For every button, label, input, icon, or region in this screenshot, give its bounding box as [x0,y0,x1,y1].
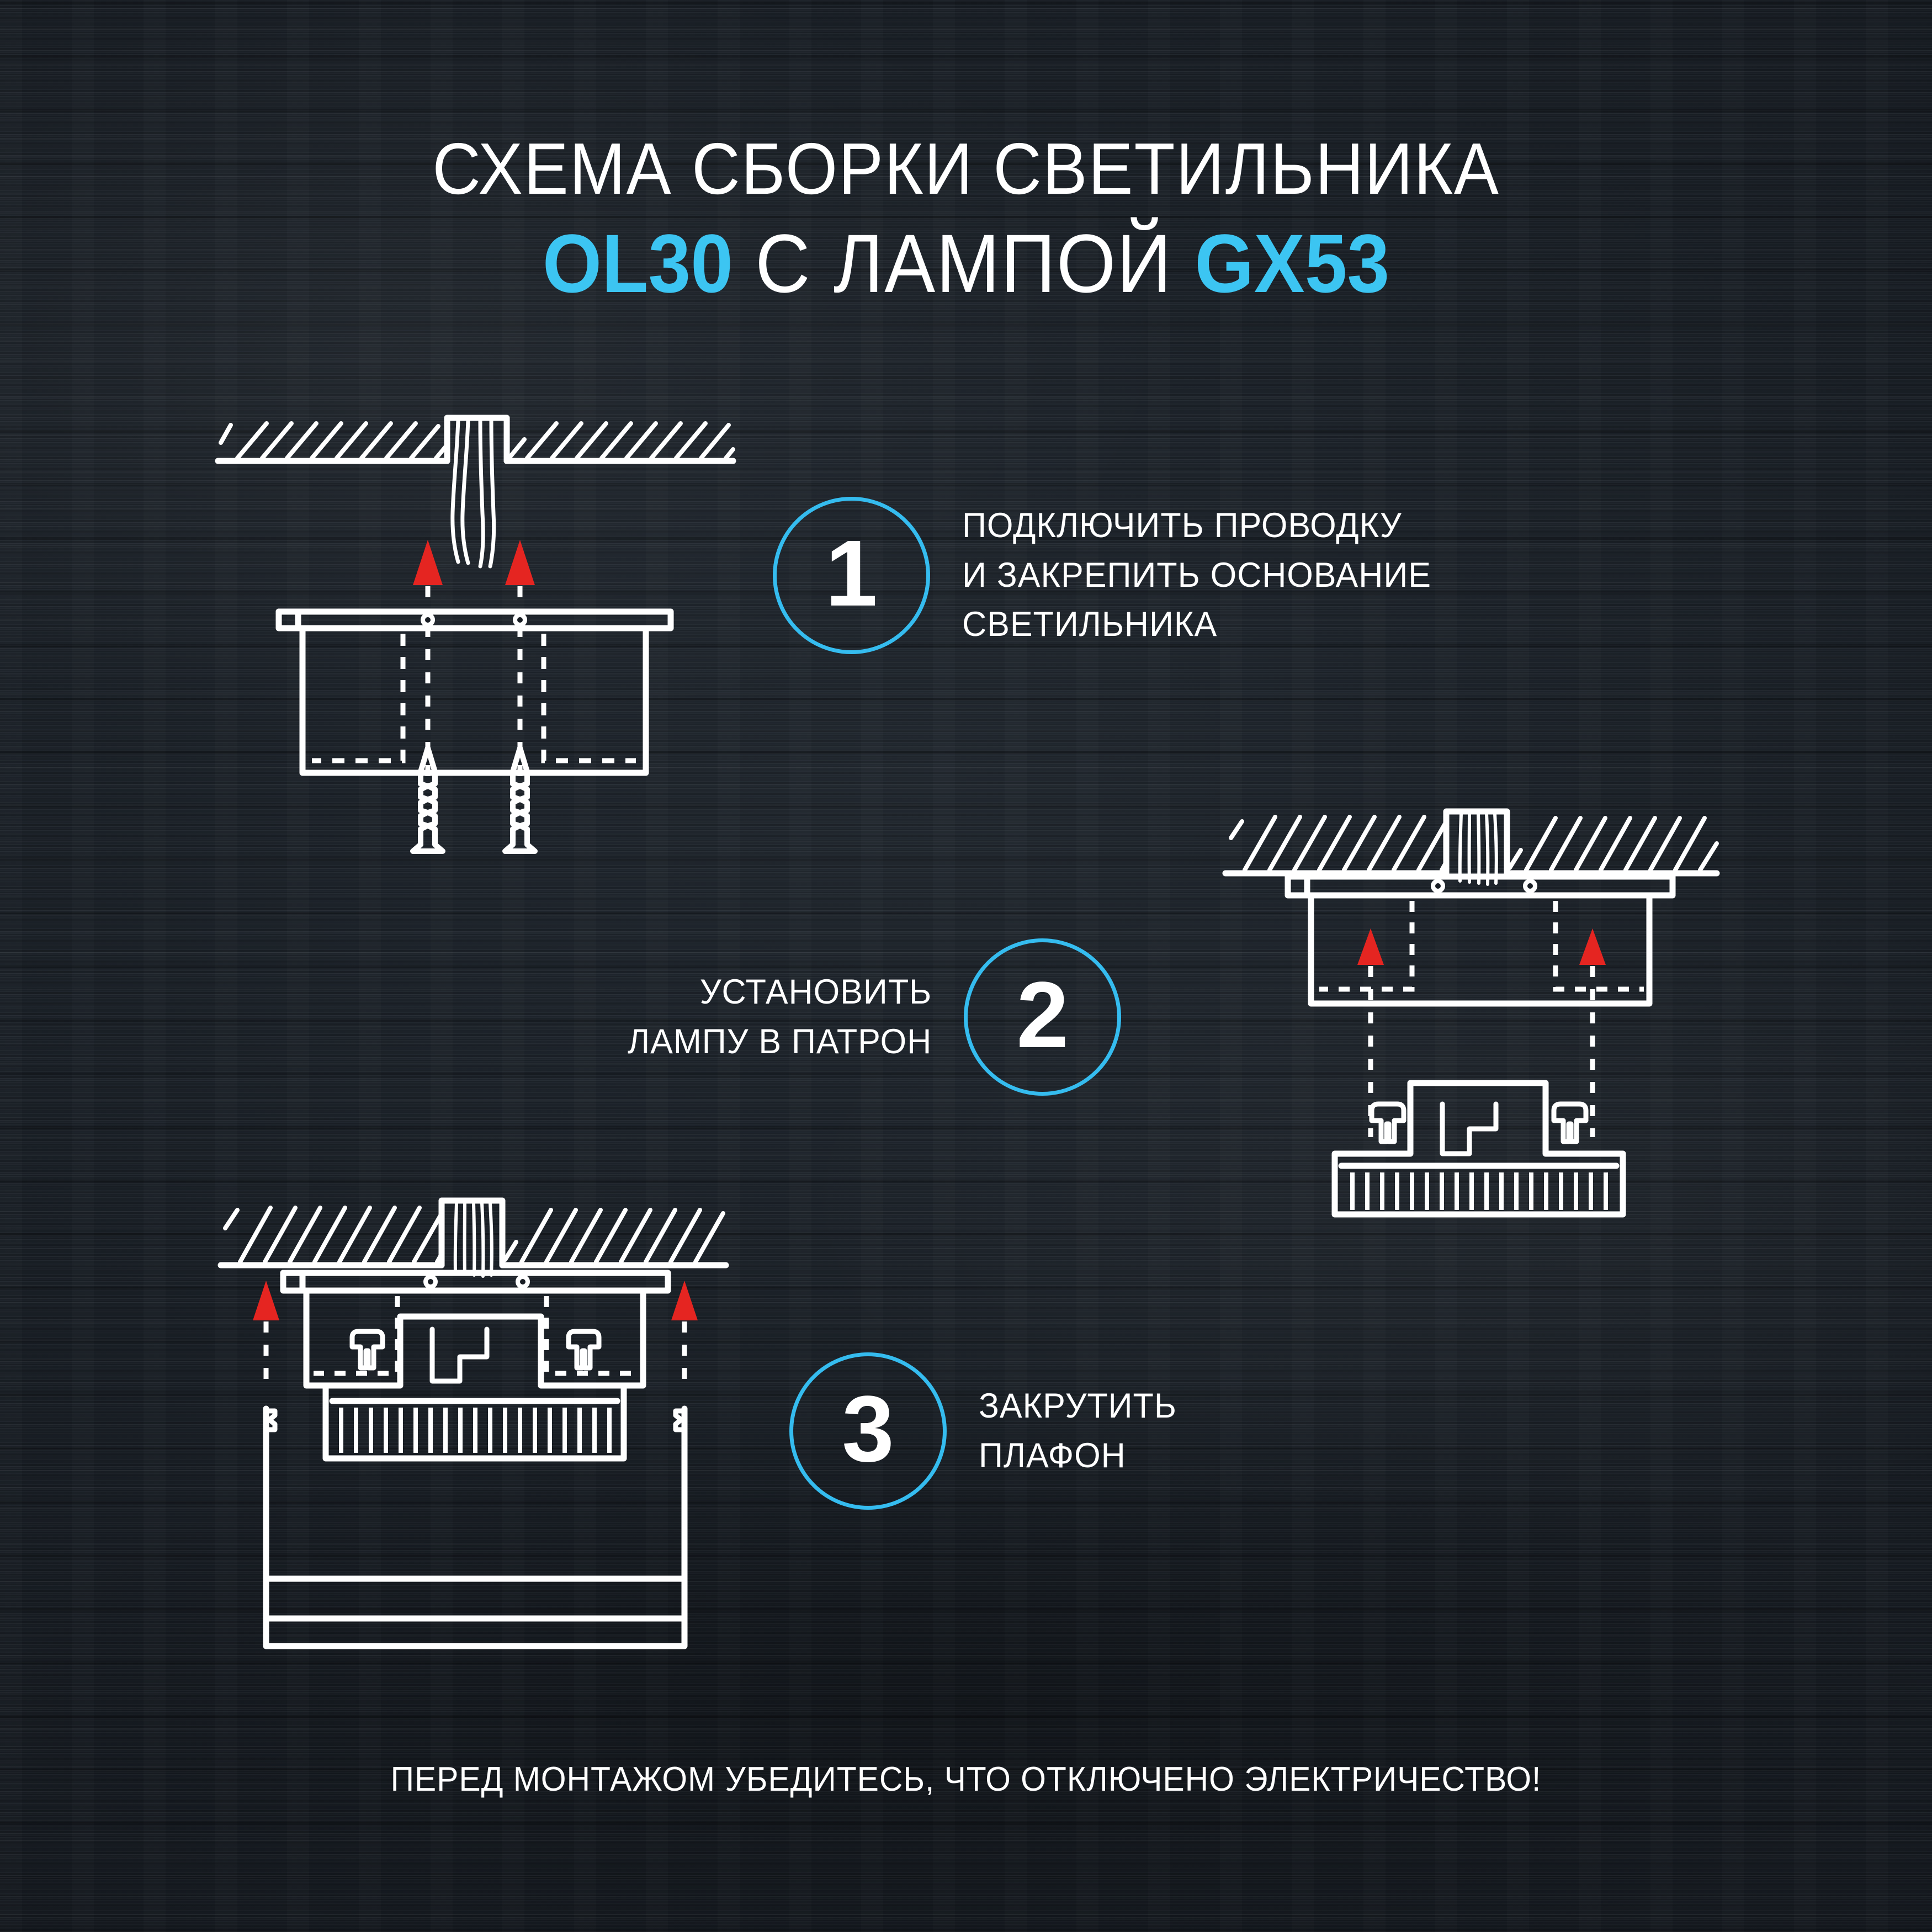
step-3-number-badge: 3 [789,1352,947,1510]
step-1-number-badge: 1 [773,497,930,654]
title-middle-text: С ЛАМПОЙ [733,217,1195,310]
step-2-diagram [1187,773,1728,1225]
title-line-secondary: OL30 С ЛАМПОЙ GX53 [77,222,1855,305]
step-1-number: 1 [825,521,878,626]
step-3-diagram [215,1170,756,1766]
safety-warning: ПЕРЕД МОНТАЖОМ УБЕДИТЕСЬ, ЧТО ОТКЛЮЧЕНО … [390,1760,1542,1798]
step-1-callout: 1 ПОДКЛЮЧИТЬ ПРОВОДКУ И ЗАКРЕПИТЬ ОСНОВА… [773,497,1446,654]
title-line-primary: СХЕМА СБОРКИ СВЕТИЛЬНИКА [432,128,1500,209]
step-2-callout: УСТАНОВИТЬ ЛАМПУ В ПАТРОН 2 [618,938,1122,1096]
step-2-number: 2 [1016,962,1069,1068]
step-3-callout: 3 ЗАКРУТИТЬ ПЛАФОН [789,1352,1183,1510]
step-3-number: 3 [842,1376,894,1482]
step-2-number-badge: 2 [964,938,1122,1096]
step-1-diagram [204,403,745,854]
title-model-ol30: OL30 [542,217,733,310]
poster-title: СХЕМА СБОРКИ СВЕТИЛЬНИКА OL30 С ЛАМПОЙ G… [0,132,1932,305]
step-2-description: УСТАНОВИТЬ ЛАМПУ В ПАТРОН [628,973,932,1061]
step-3-description: ЗАКРУТИТЬ ПЛАФОН [979,1387,1177,1475]
title-lamp-gx53: GX53 [1195,217,1390,310]
step-1-description: ПОДКЛЮЧИТЬ ПРОВОДКУ И ЗАКРЕПИТЬ ОСНОВАНИ… [962,506,1431,644]
